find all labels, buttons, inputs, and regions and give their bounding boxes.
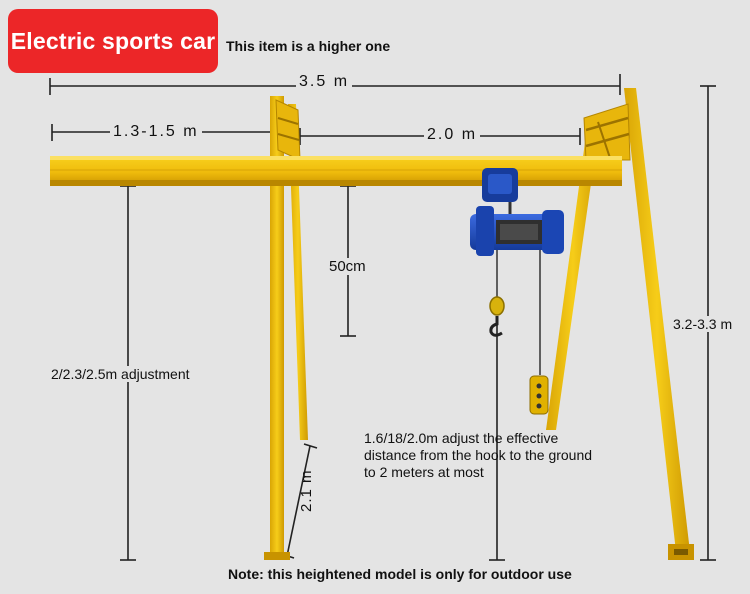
footer-note: Note: this heightened model is only for … [228, 566, 572, 582]
title-badge: Electric sports car [8, 9, 218, 73]
span-label: 2.0 m [424, 126, 481, 144]
total-width-label: 3.5 m [296, 73, 353, 91]
left-leg [264, 96, 308, 560]
height-adjust-label: 2/2.3/2.5m adjustment [48, 366, 193, 382]
hook-note-line3: to 2 meters at most [364, 464, 484, 480]
hook-icon [489, 296, 505, 337]
electric-hoist-icon [470, 168, 564, 375]
title-badge-label: Electric sports car [10, 27, 216, 54]
hook-note-line1: 1.6/18/2.0m adjust the effective [364, 430, 559, 446]
total-height-label: 3.2-3.3 m [670, 316, 736, 332]
leg-length-label: 2.1 m [298, 469, 315, 512]
controller-icon [529, 375, 549, 415]
hook-distance-note: 1.6/18/2.0m adjust the effective distanc… [364, 430, 654, 481]
right-a-frame [546, 88, 694, 560]
main-beam [50, 156, 622, 186]
overhang-label: 1.3-1.5 m [110, 123, 202, 141]
subtitle: This item is a higher one [226, 38, 391, 54]
beam-gap-label: 50cm [326, 258, 369, 275]
hook-note-line2: distance from the hook to the ground [364, 447, 593, 463]
